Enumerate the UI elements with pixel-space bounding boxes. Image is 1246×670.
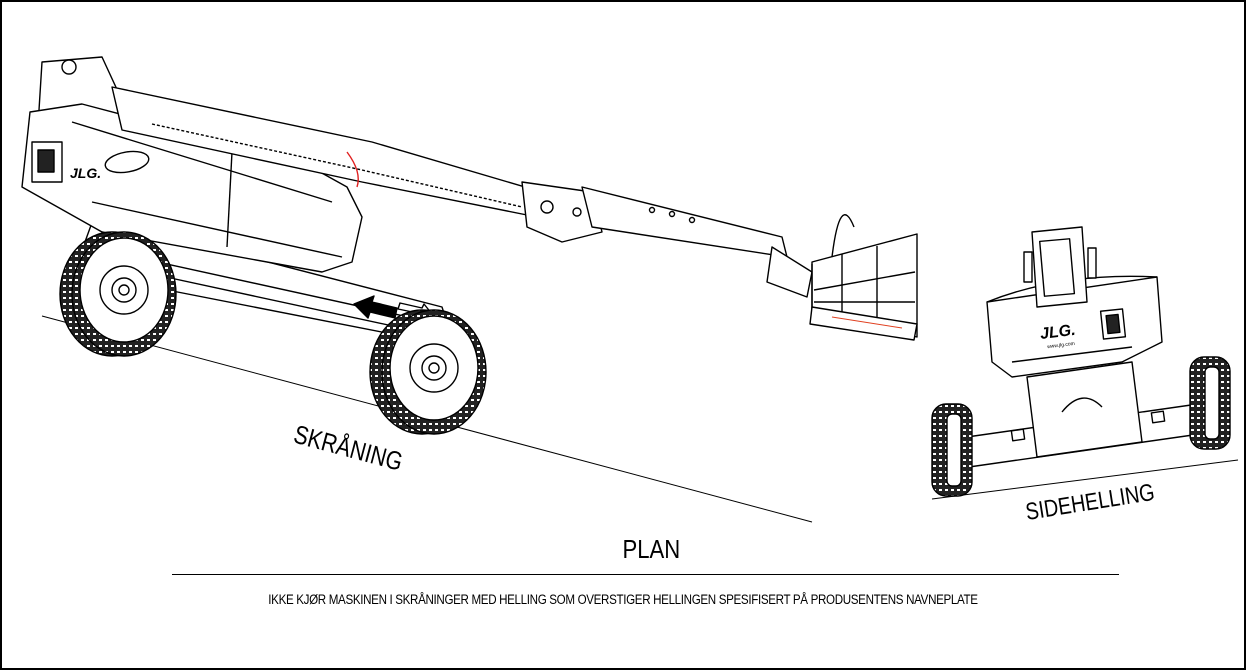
brand-url: www.jlg.com (1047, 341, 1075, 350)
rear-wheel (59, 231, 177, 357)
slope-label: SKRÅNING (291, 419, 406, 477)
boom-lift-side-view: JLG. (21, 56, 918, 435)
boom-knuckle (521, 181, 603, 243)
right-wheel-rear-view (1189, 356, 1231, 450)
brand-logo: JLG. (70, 165, 101, 181)
caption-divider (172, 574, 1119, 575)
front-wheel (369, 309, 487, 435)
brand-logo-rear: JLG. (1039, 322, 1076, 343)
drive-direction-arrow-icon (353, 295, 398, 319)
level-label: PLAN (623, 535, 681, 564)
boom-lift-rear-view: JLG. www.jlg.com (931, 226, 1231, 497)
left-wheel-rear-view (931, 403, 973, 497)
warning-caption: IKKE KJØR MASKINEN I SKRÅNINGER MED HELL… (268, 592, 978, 607)
side-slope-line (931, 459, 1239, 500)
jib (581, 186, 788, 258)
platform-basket (809, 214, 918, 341)
